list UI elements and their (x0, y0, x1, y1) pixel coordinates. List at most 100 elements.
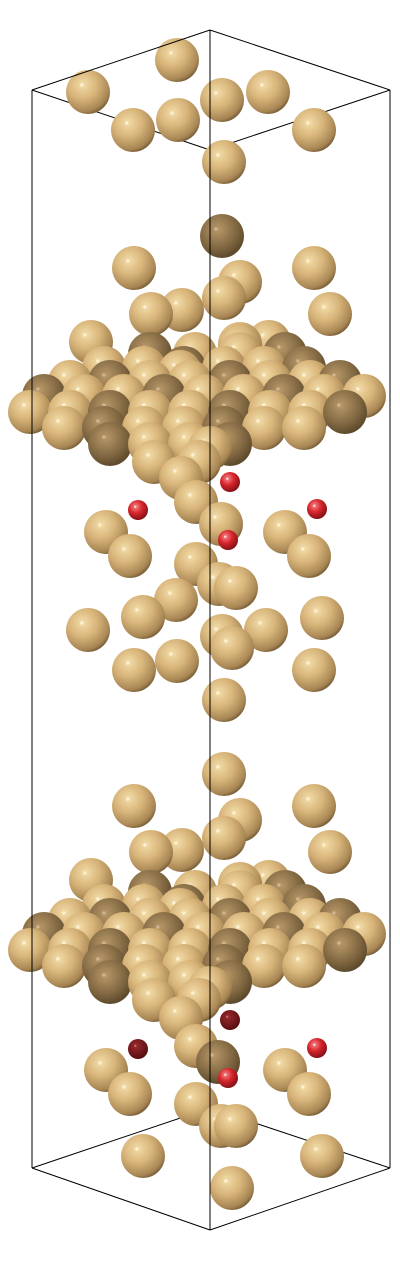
atom-highlight (214, 627, 218, 631)
atom-highlight (226, 1015, 229, 1018)
atom-highlight (216, 289, 220, 293)
atom-highlight (232, 345, 236, 349)
metal-atom (246, 70, 290, 114)
atom-highlight (96, 957, 100, 961)
atom-highlight (214, 91, 218, 95)
atom-highlight (96, 359, 100, 363)
metal-atom (112, 648, 156, 692)
atom-highlight (256, 359, 260, 363)
metal-atom (112, 246, 156, 290)
atom-highlight (174, 841, 178, 845)
atom-highlight (146, 453, 150, 457)
metal-atom (282, 406, 326, 450)
atom-highlight (173, 469, 177, 473)
atom-highlight (142, 403, 146, 407)
cell-edge-front (31, 29, 211, 91)
cell-edge-front (31, 1167, 211, 1231)
atom-highlight (126, 661, 130, 665)
atom-highlight (174, 301, 178, 305)
metal-atom (323, 390, 367, 434)
atom-highlight (314, 1147, 318, 1151)
atom-highlight (296, 419, 300, 423)
atom-highlight (76, 925, 80, 929)
atom-highlight (322, 843, 326, 847)
atom-highlight (142, 373, 146, 377)
atom-highlight (316, 925, 320, 929)
metal-atom (112, 784, 156, 828)
atom-highlight (261, 333, 265, 337)
atom-highlight (142, 973, 146, 977)
atom-highlight (136, 419, 140, 423)
atom-highlight (136, 359, 140, 363)
atom-highlight (277, 1061, 281, 1065)
atom-highlight (210, 1053, 214, 1057)
metal-atom (287, 534, 331, 578)
oxygen-atom (218, 530, 238, 550)
atom-highlight (98, 1061, 102, 1065)
atom-highlight (80, 621, 84, 625)
atom-highlight (56, 419, 60, 423)
metal-atom (242, 944, 286, 988)
atom-highlight (156, 387, 160, 391)
atom-highlight (316, 387, 320, 391)
atom-highlight (102, 911, 106, 915)
atom-highlight (262, 403, 266, 407)
atom-highlight (277, 523, 281, 527)
metal-atom (323, 928, 367, 972)
atom-highlight (62, 911, 66, 915)
atom-highlight (337, 941, 341, 945)
atom-highlight (356, 387, 360, 391)
cell-edge-front (209, 1167, 391, 1231)
atom-highlight (135, 1147, 139, 1151)
atom-highlight (182, 911, 186, 915)
metal-atom (121, 1134, 165, 1178)
atom-highlight (332, 373, 336, 377)
atom-highlight (142, 435, 146, 439)
metal-atom (8, 390, 52, 434)
atom-highlight (216, 765, 220, 769)
atom-highlight (216, 957, 220, 961)
metal-atom (300, 1134, 344, 1178)
atom-highlight (36, 925, 40, 929)
atom-highlight (236, 925, 240, 929)
oxygen-atom (307, 1038, 327, 1058)
atom-highlight (296, 359, 300, 363)
atom-highlight (122, 1085, 126, 1089)
atom-highlight (156, 925, 160, 929)
oxygen-atom (220, 1010, 240, 1030)
atom-highlight (276, 387, 280, 391)
atom-highlight (169, 51, 173, 55)
metal-atom (108, 534, 152, 578)
atom-highlight (172, 363, 176, 367)
atom-highlight (224, 1073, 227, 1077)
atom-highlight (337, 403, 341, 407)
atom-highlight (173, 1009, 177, 1013)
metal-atom (129, 830, 173, 874)
metal-atom (66, 70, 110, 114)
metal-atom (88, 960, 132, 1004)
atom-highlight (83, 871, 87, 875)
atom-highlight (62, 373, 66, 377)
oxygen-atom (128, 500, 148, 520)
atom-highlight (191, 991, 195, 995)
atom-highlight (142, 941, 146, 945)
metal-atom (155, 639, 199, 683)
atom-highlight (102, 941, 106, 945)
atom-highlight (306, 661, 310, 665)
metal-atom (202, 816, 246, 860)
atom-highlight (62, 403, 66, 407)
metal-atom (200, 214, 244, 258)
atom-highlight (214, 227, 218, 231)
atom-highlight (142, 911, 146, 915)
atom-highlight (356, 925, 360, 929)
metal-atom (292, 648, 336, 692)
metal-atom (155, 38, 199, 82)
atom-highlight (277, 883, 281, 887)
metal-atom (42, 944, 86, 988)
atom-highlight (256, 957, 260, 961)
metal-atom (244, 608, 288, 652)
atom-highlight (216, 829, 220, 833)
atom-highlight (296, 957, 300, 961)
